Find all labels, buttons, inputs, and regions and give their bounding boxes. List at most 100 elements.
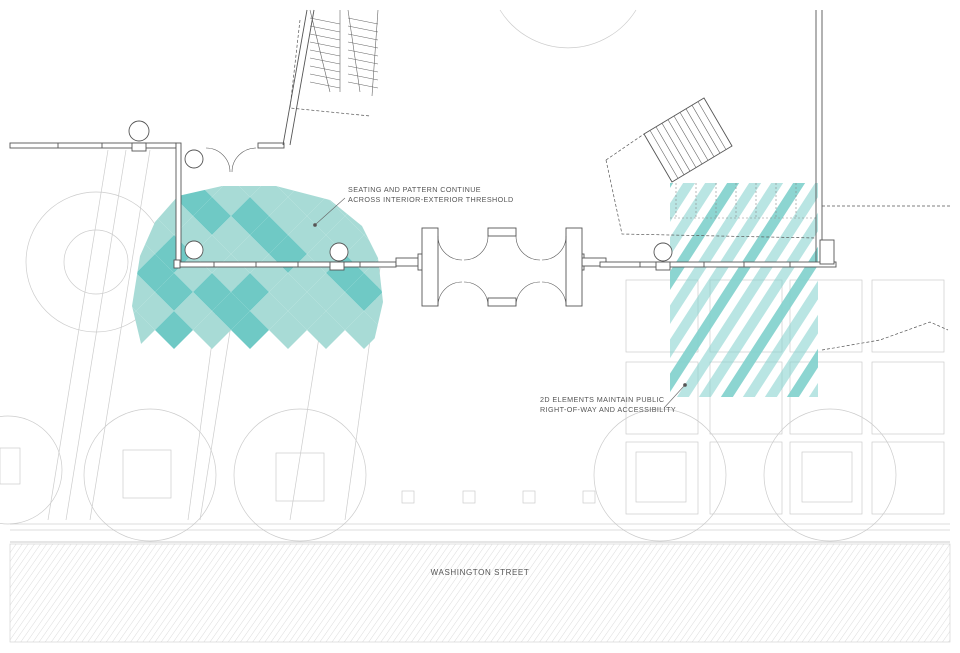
pattern-tile [132,186,136,216]
annotation-line: 2D ELEMENTS MAINTAIN PUBLIC [540,395,665,404]
stair-tread [309,57,341,65]
tree-pit [801,451,853,503]
stair-tread [649,130,679,179]
stair-treads [309,9,727,179]
stair-stringer [309,9,331,93]
pattern-tile [440,292,478,330]
stripe-band [742,280,818,397]
stripe-band [720,246,818,397]
stripe-band [698,212,818,397]
stripe-band [882,160,960,420]
pattern-tile [79,159,117,197]
pattern-tile [383,273,421,311]
stair-tread [655,126,685,175]
tree-pit [635,451,687,503]
pattern-tile [132,186,155,197]
stripe-band [670,183,718,256]
diagonal-stripe-pattern [670,160,960,420]
stair-tread [347,57,379,65]
annotation-line: RIGHT-OF-WAY AND ACCESSIBILITY [540,405,677,414]
tree-canopy-circle [0,415,63,525]
pattern-tile [132,197,155,235]
column [131,142,147,152]
tree-pit [122,449,172,499]
stair-tread [309,81,341,89]
stair-tread [673,115,703,165]
pattern-tile [440,216,478,254]
tree-trunk-circle [63,229,129,295]
tree-pit [0,447,21,485]
stripe-band [786,348,818,397]
pattern-tile [307,186,345,197]
stair-tread [679,112,709,161]
stair-stringer [347,9,361,93]
tree-canopy-circle [593,408,727,542]
stair-tread [309,25,341,33]
pattern-tile [288,140,326,178]
pattern-tile [132,216,136,254]
stair-tread [309,41,341,49]
bollard [522,490,536,504]
tree-pit [275,452,325,502]
pattern-tile [193,311,231,349]
pattern-tile [79,197,117,235]
stripe-band [838,160,960,420]
stair-stringer [371,9,379,97]
stripe-band [670,183,784,359]
stair-tread [347,41,379,49]
annotation-line: SEATING AND PATTERN CONTINUE [348,185,481,194]
stair-tread [347,33,379,41]
column-circle [128,120,150,142]
column-circle [653,242,673,262]
stair-tread [697,101,727,150]
pattern-tile [402,140,440,178]
building-walls [9,9,837,307]
street-hatch [10,544,950,642]
street [9,523,951,643]
bollard [582,490,596,504]
annotation-leaders [313,197,687,409]
pattern-tile [345,311,383,349]
stripe-band [816,160,960,420]
pattern-tile [212,140,250,178]
street-name-label: WASHINGTON STREET [430,568,530,577]
pattern-tile [269,311,307,349]
tree-canopy-circle [763,408,897,542]
stair-tread [691,105,721,154]
pattern-tile [132,292,136,330]
pattern-tile [383,311,421,349]
annotation-line: ACROSS INTERIOR-EXTERIOR THRESHOLD [348,195,514,204]
stair-tread [347,25,379,33]
stair-tread [667,119,697,168]
pattern-tile [421,311,459,349]
stair-tread [347,49,379,57]
stair-tread [347,17,379,25]
column-circle [184,240,204,260]
stripe-band [926,160,960,420]
stair-tread [685,108,715,157]
stripe-band [808,382,818,397]
stripe-band [904,160,960,420]
column [655,261,671,271]
pattern-tile [231,311,269,349]
bollard [401,490,415,504]
stair-tread [309,17,341,25]
annotation-seating-pattern: SEATING AND PATTERN CONTINUE ACROSS INTE… [348,185,514,205]
annotation-public-row: 2D ELEMENTS MAINTAIN PUBLIC RIGHT-OF-WAY… [540,395,676,415]
stripe-band [860,160,960,420]
stair-tread [309,49,341,57]
pattern-tile [364,140,402,178]
tree-canopy-circle [83,408,217,542]
checker-seating-pattern [79,140,478,349]
pattern-tile [326,140,364,178]
tree-canopy-circle [233,408,367,542]
stripe-band [764,314,818,397]
bollard [462,490,476,504]
stripe-band [670,183,806,393]
stair-tread [347,81,379,89]
pattern-tile [155,311,193,349]
column-circle [329,242,349,262]
stripe-dashed-ticks [670,183,816,219]
stair-tread [661,123,691,172]
